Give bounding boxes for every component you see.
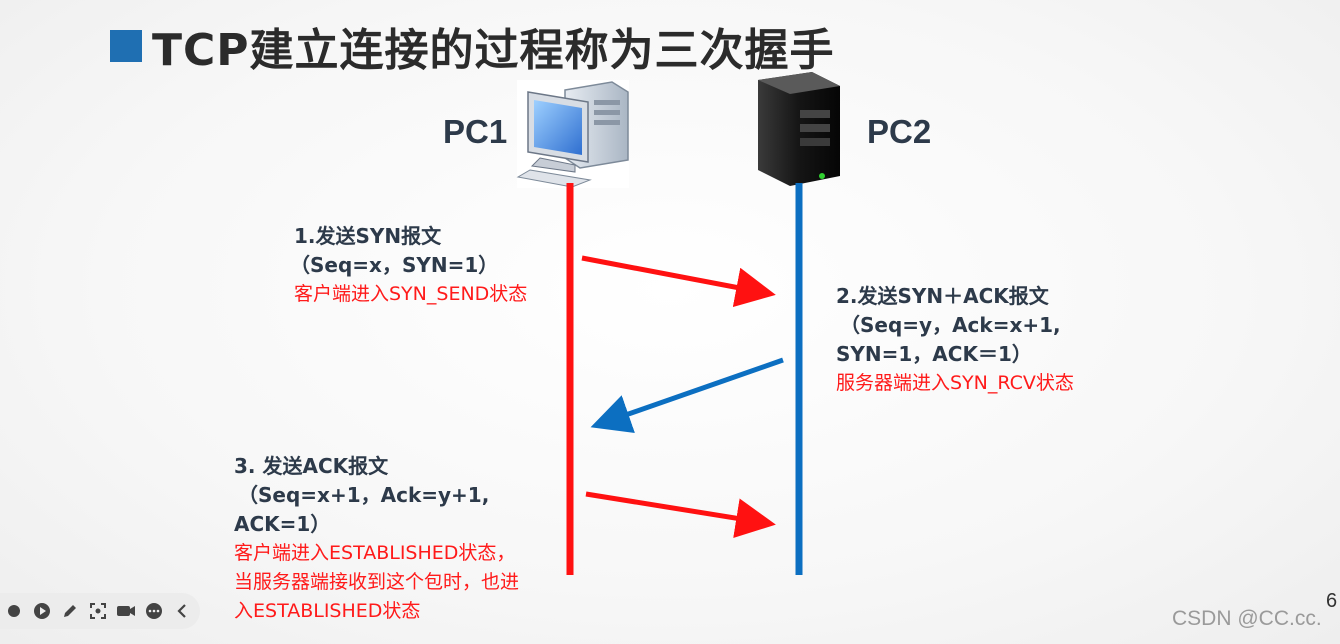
pc1-label: PC1 xyxy=(443,113,508,150)
step1-params: （Seq=x，SYN=1） xyxy=(290,253,499,277)
step2-params-2: SYN=1，ACK＝1） xyxy=(836,342,1032,366)
pc2-server-icon xyxy=(758,72,840,186)
step2-block: 2.发送SYN＋ACK报文 （Seq=y，Ack=x+1, SYN=1，ACK＝… xyxy=(836,282,1074,398)
slide-title: TCP建立连接的过程称为三次握手 xyxy=(110,14,835,78)
step3-note-1: 客户端进入ESTABLISHED状态， xyxy=(234,542,516,564)
syn-arrow xyxy=(581,255,776,308)
step2-params-1: （Seq=y，Ack=x+1, xyxy=(840,313,1061,337)
step3-block: 3. 发送ACK报文 （Seq=x+1，Ack=y+1, ACK=1） 客户端进… xyxy=(234,452,519,626)
syn-ack-arrow xyxy=(590,357,784,433)
title-bullet-square xyxy=(110,30,142,62)
step3-params-2: ACK=1） xyxy=(234,512,331,536)
step3-note-2: 当服务器端接收到这个包时，也进 xyxy=(234,571,520,593)
pc1-computer-icon xyxy=(516,80,629,188)
title-text: TCP建立连接的过程称为三次握手 xyxy=(152,25,835,76)
presentation-toolbar xyxy=(0,593,200,629)
csdn-watermark: CSDN @CC.cc. xyxy=(1172,607,1322,630)
ack-arrow xyxy=(585,491,776,538)
step1-note: 客户端进入SYN_SEND状态 xyxy=(294,283,528,305)
back-chevron-icon[interactable] xyxy=(172,599,192,623)
camera-icon[interactable] xyxy=(116,599,136,623)
dot-icon[interactable] xyxy=(4,599,24,623)
page-number: 6 xyxy=(1326,590,1338,612)
step3-note-3: 入ESTABLISHED状态 xyxy=(234,600,421,622)
pen-icon[interactable] xyxy=(60,599,80,623)
step1-block: 1.发送SYN报文 （Seq=x，SYN=1） 客户端进入SYN_SEND状态 xyxy=(290,222,528,309)
focus-icon[interactable] xyxy=(88,599,108,623)
more-icon[interactable] xyxy=(144,599,164,623)
step1-title: 1.发送SYN报文 xyxy=(294,224,442,248)
step2-note: 服务器端进入SYN_RCV状态 xyxy=(836,372,1074,394)
step2-title: 2.发送SYN＋ACK报文 xyxy=(836,284,1049,308)
play-icon[interactable] xyxy=(32,599,52,623)
step3-title: 3. 发送ACK报文 xyxy=(234,454,389,478)
pc2-label: PC2 xyxy=(867,113,932,150)
step3-params-1: （Seq=x+1，Ack=y+1, xyxy=(238,483,490,507)
